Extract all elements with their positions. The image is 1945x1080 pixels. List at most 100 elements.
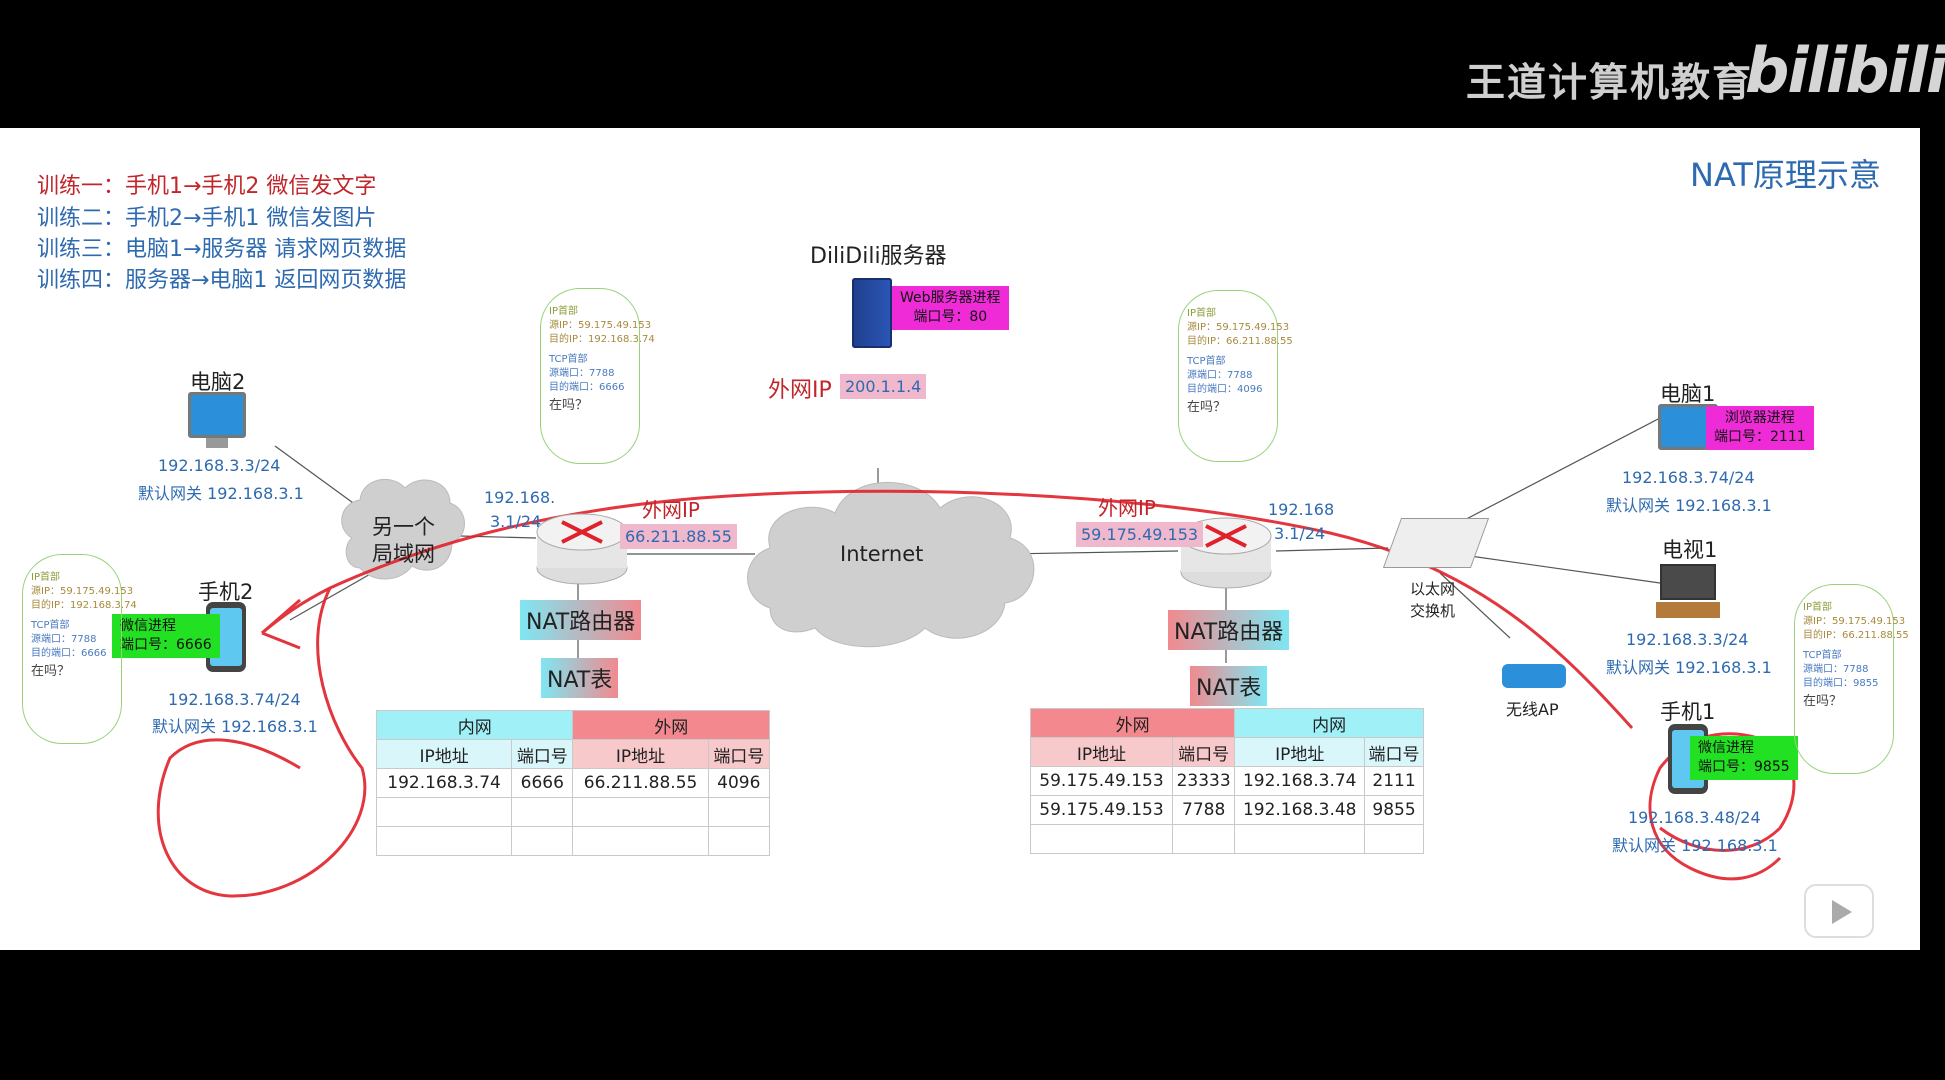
phone1-name: 手机1 <box>1660 700 1716 724</box>
bubble-ip-header: IP首部 <box>549 306 578 317</box>
link-internet-right-router <box>1004 550 1179 555</box>
bubble-payload: 在吗？ <box>549 398 589 413</box>
table-cell <box>375 797 513 827</box>
server-process-tag: Web服务器进程 端口号：80 <box>892 286 1009 330</box>
left-router-icon <box>536 510 628 586</box>
table-cell <box>707 826 771 856</box>
table-cell <box>511 826 574 856</box>
link-right-router-switch <box>1275 547 1389 552</box>
left-router-lan-ip-1: 192.168. <box>484 488 556 507</box>
bubble-dst-ip: 目的IP：66.211.88.55 <box>1187 336 1293 347</box>
bubble-src-ip: 源IP：59.175.49.153 <box>549 320 652 331</box>
pc1-process-name: 浏览器进程 <box>1724 410 1795 426</box>
table-cell: 59.175.49.153 <box>1030 795 1173 825</box>
ap-icon <box>1502 664 1566 688</box>
table-header-row: IP地址 端口号 IP地址 端口号 <box>1030 737 1424 767</box>
col-header: IP地址 <box>1030 737 1173 767</box>
bilibili-logo: bilibili <box>1745 34 1945 107</box>
packet-bubble-phone1: IP首部 源IP：59.175.49.153 目的IP：66.211.88.55… <box>1794 584 1909 774</box>
phone1-gateway: 默认网关 192.168.3.1 <box>1612 836 1778 855</box>
col-header: IP地址 <box>1234 737 1366 767</box>
task-3: 训练三：电脑1→服务器 请求网页数据 <box>37 237 407 262</box>
phone2-process-port: 端口号：6666 <box>120 637 212 653</box>
bubble-src-port: 源端口：7788 <box>549 368 615 379</box>
table-header-row: IP地址 端口号 IP地址 端口号 <box>375 739 771 769</box>
bubble-ip-header: IP首部 <box>31 572 60 583</box>
right-router-lan-ip-1: 192.168 <box>1268 500 1335 519</box>
packet-bubble-right-router: IP首部 源IP：59.175.49.153 目的IP：66.211.88.55… <box>1178 290 1293 462</box>
left-nat-table-label: NAT表 <box>541 658 619 698</box>
pc2-gateway: 默认网关 192.168.3.1 <box>138 484 304 503</box>
group-wan: 外网 <box>572 710 770 740</box>
pc2-ip: 192.168.3.3/24 <box>158 456 281 475</box>
tv1-ip: 192.168.3.3/24 <box>1626 630 1749 649</box>
bubble-src-ip: 源IP：59.175.49.153 <box>31 586 134 597</box>
internet-cloud-shape <box>747 481 1035 648</box>
bubble-src-ip: 源IP：59.175.49.153 <box>1187 322 1290 333</box>
table-cell <box>1234 824 1366 854</box>
bubble-src-port: 源端口：7788 <box>1187 370 1253 381</box>
phone1-process-name: 微信进程 <box>1698 740 1754 756</box>
right-router-icon <box>1180 514 1272 590</box>
switch-label-1: 以太网 <box>1410 580 1456 598</box>
col-header: 端口号 <box>1364 737 1424 767</box>
pc2-stand-icon <box>206 438 228 448</box>
right-router-lan-ip-2: 3.1/24 <box>1274 524 1326 543</box>
left-router-wan-ip: 66.211.88.55 <box>620 524 737 549</box>
table-cell: 66.211.88.55 <box>572 768 709 798</box>
right-router-wan-ip: 59.175.49.153 <box>1076 522 1204 547</box>
switch-icon <box>1382 518 1490 568</box>
bubble-dst-port: 目的端口：9855 <box>1803 678 1879 689</box>
table-cell: 59.175.49.153 <box>1030 766 1173 796</box>
server-process-port: 端口号：80 <box>913 309 988 325</box>
table-cell <box>707 797 771 827</box>
switch-label-2: 交换机 <box>1410 602 1456 620</box>
bubble-tcp-header: TCP首部 <box>31 620 70 631</box>
table-cell <box>572 826 709 856</box>
col-header: 端口号 <box>511 739 574 769</box>
pc1-name: 电脑1 <box>1660 382 1716 406</box>
play-icon <box>1832 900 1852 924</box>
table-row: 59.175.49.153 23333 192.168.3.74 2111 <box>1030 766 1424 796</box>
table-cell <box>1171 824 1236 854</box>
right-nat-table: 外网 内网 IP地址 端口号 IP地址 端口号 59.175.49.153 23… <box>1029 708 1424 854</box>
table-cell <box>1030 824 1173 854</box>
left-nat-table: 内网 外网 IP地址 端口号 IP地址 端口号 192.168.3.74 666… <box>375 710 771 856</box>
group-lan: 内网 <box>375 710 574 740</box>
bubble-tcp-header: TCP首部 <box>1803 650 1842 661</box>
left-router-name: NAT路由器 <box>520 600 642 640</box>
phone2-ip: 192.168.3.74/24 <box>168 690 301 709</box>
server-wan-ip: 200.1.1.4 <box>840 374 927 399</box>
pc2-name: 电脑2 <box>190 370 246 394</box>
bubble-payload: 在吗？ <box>1803 694 1843 709</box>
group-lan: 内网 <box>1234 708 1424 738</box>
internet-label: Internet <box>840 542 924 566</box>
table-row <box>375 826 771 856</box>
red-annotation-path <box>156 489 1796 898</box>
task-2: 训练二：手机2→手机1 微信发图片 <box>37 206 377 231</box>
col-header: IP地址 <box>572 739 709 769</box>
lan-cloud-line1: 另一个 <box>372 515 435 539</box>
bubble-ip-header: IP首部 <box>1187 308 1216 319</box>
phone1-process-tag: 微信进程 端口号：9855 <box>1690 736 1798 780</box>
bubble-dst-port: 目的端口：6666 <box>549 382 625 393</box>
lan-cloud-line2: 局域网 <box>372 542 435 566</box>
right-router-name: NAT路由器 <box>1168 610 1290 650</box>
channel-brand: 王道计算机教育 <box>1466 61 1754 106</box>
packet-bubble-left-router: IP首部 源IP：59.175.49.153 目的IP：192.168.3.74… <box>540 288 655 464</box>
table-cell: 7788 <box>1171 795 1236 825</box>
tv1-gateway: 默认网关 192.168.3.1 <box>1606 658 1772 677</box>
bubble-tcp-header: TCP首部 <box>549 354 588 365</box>
bubble-dst-port: 目的端口：4096 <box>1187 384 1263 395</box>
table-group-row: 外网 内网 <box>1029 708 1424 738</box>
table-cell: 6666 <box>511 768 574 798</box>
table-row: 59.175.49.153 7788 192.168.3.48 9855 <box>1030 795 1424 825</box>
play-button[interactable] <box>1804 884 1874 938</box>
right-nat-table-label: NAT表 <box>1190 666 1268 706</box>
phone2-name: 手机2 <box>198 580 254 604</box>
pc2-monitor-icon <box>188 392 246 438</box>
pc1-process-tag: 浏览器进程 端口号：2111 <box>1706 406 1814 450</box>
bubble-src-port: 源端口：7788 <box>1803 664 1869 675</box>
table-cell: 192.168.3.74 <box>375 768 513 798</box>
